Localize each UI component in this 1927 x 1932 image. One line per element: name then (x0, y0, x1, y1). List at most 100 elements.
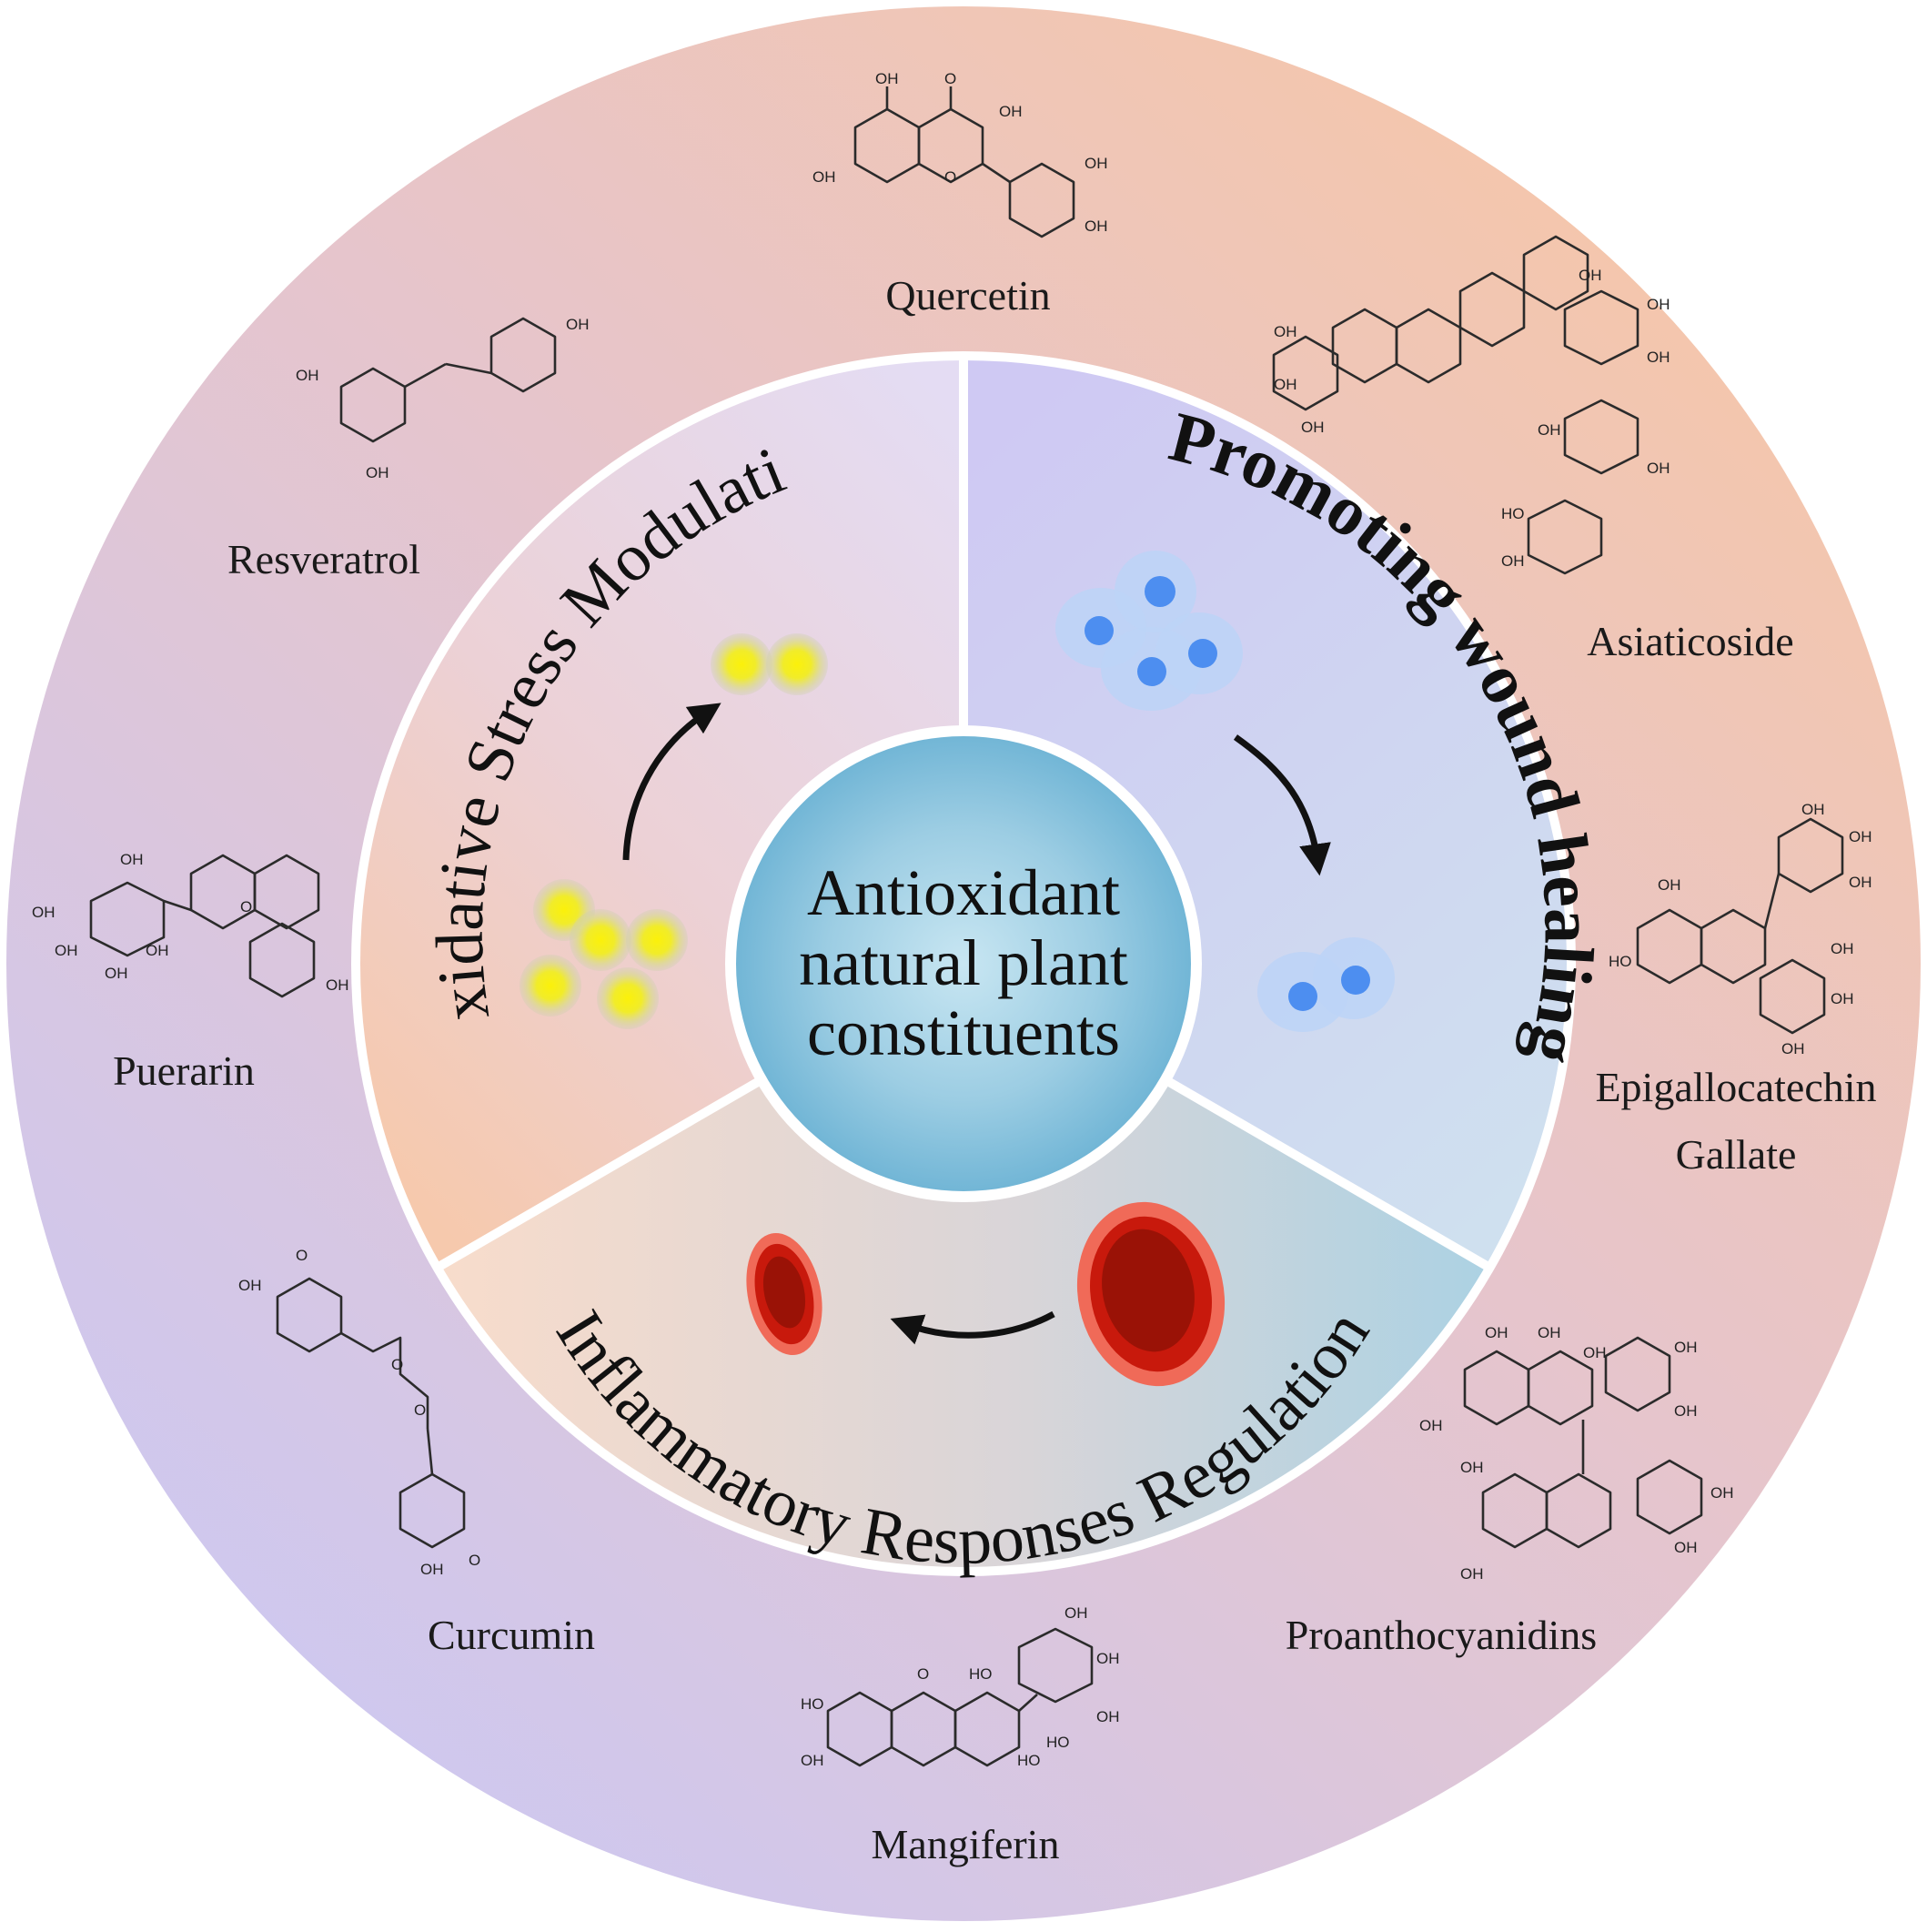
cell-nucleus (1085, 616, 1114, 645)
svg-text:OH: OH (1579, 267, 1602, 284)
structure-mangiferin: O HO OH OH OH HO HO HO OH (801, 1604, 1120, 1769)
svg-text:HO: HO (1501, 505, 1525, 522)
svg-text:HO: HO (969, 1665, 993, 1683)
svg-text:OH: OH (1085, 155, 1108, 172)
sector-inflammatory (437, 964, 1490, 1572)
svg-text:OH: OH (1781, 1040, 1805, 1057)
svg-text:OH: OH (1085, 217, 1108, 235)
structure-puerarin: OH OH OH OH OH O OH (32, 851, 349, 998)
svg-text:OH: OH (1460, 1459, 1484, 1476)
cell-nucleus (1341, 966, 1370, 995)
cell-nucleus (1137, 657, 1166, 686)
svg-text:OH: OH (1658, 876, 1681, 894)
svg-text:OH: OH (1647, 296, 1670, 313)
divider-right (1162, 1075, 1493, 1272)
structure-egcg: OH OH OH OH HO OH OH OH (1609, 801, 1872, 1057)
svg-text:OH: OH (1647, 349, 1670, 366)
svg-text:OH: OH (1274, 323, 1297, 340)
compound-proanthocyanidins: Proanthocyanidins (1286, 1612, 1597, 1658)
compound-curcumin: Curcumin (428, 1612, 595, 1658)
svg-text:O: O (296, 1247, 308, 1264)
svg-text:OH: OH (1849, 828, 1872, 845)
svg-text:OH: OH (1583, 1344, 1607, 1361)
svg-text:OH: OH (812, 168, 836, 186)
svg-text:OH: OH (801, 1752, 824, 1769)
svg-text:OH: OH (1538, 421, 1561, 439)
arrow-oxidative (622, 703, 721, 861)
svg-text:OH: OH (105, 965, 128, 982)
structure-quercetin: OH O OH OH O OH OH (812, 70, 1108, 238)
structure-curcumin: OH O O O OH O (238, 1247, 480, 1578)
center-line-1: Antioxidant (807, 856, 1120, 929)
svg-text:HO: HO (1609, 953, 1632, 970)
svg-text:O: O (469, 1552, 480, 1569)
svg-text:OH: OH (1538, 1324, 1561, 1341)
svg-text:O: O (414, 1401, 426, 1419)
svg-text:OH: OH (566, 316, 590, 333)
svg-text:OH: OH (1849, 874, 1872, 891)
svg-text:HO: HO (1017, 1752, 1041, 1769)
svg-text:O: O (944, 70, 956, 87)
svg-text:OH: OH (32, 904, 55, 921)
svg-text:OH: OH (1647, 460, 1670, 477)
center-line-2: natural plant (799, 926, 1128, 999)
svg-text:OH: OH (1710, 1484, 1734, 1502)
compound-quercetin: Quercetin (885, 272, 1050, 319)
svg-text:OH: OH (1674, 1402, 1698, 1420)
cell-nucleus (1145, 576, 1175, 607)
compound-egcg-line-1: Epigallocatechin (1595, 1064, 1876, 1110)
structure-asiaticoside: OH OH OH OH OH OH OH OH HO OH (1272, 235, 1670, 575)
radical-dot (570, 909, 631, 971)
structure-resveratrol: OH OH OH (296, 316, 590, 481)
arrow-wound (1233, 734, 1331, 876)
svg-text:OH: OH (420, 1561, 444, 1578)
radical-dot (711, 633, 772, 695)
svg-text:OH: OH (55, 942, 78, 959)
svg-text:OH: OH (1419, 1417, 1443, 1434)
free-radicals (520, 633, 828, 1029)
svg-text:O: O (240, 898, 252, 915)
svg-text:OH: OH (120, 851, 144, 868)
compound-puerarin: Puerarin (113, 1047, 255, 1094)
compound-egcg-line-2: Gallate (1676, 1131, 1797, 1178)
svg-text:OH: OH (1674, 1539, 1698, 1556)
svg-text:OH: OH (1485, 1324, 1508, 1341)
svg-text:O: O (391, 1356, 403, 1373)
svg-text:OH: OH (1274, 376, 1297, 393)
svg-text:HO: HO (801, 1695, 824, 1713)
compound-mangiferin: Mangiferin (872, 1821, 1060, 1867)
radical-dot (766, 633, 828, 695)
svg-text:OH: OH (146, 942, 169, 959)
cells (1055, 551, 1395, 1032)
cell-nucleus (1188, 639, 1217, 668)
svg-text:O: O (944, 168, 956, 186)
arrow-inflammatory (890, 1310, 1055, 1345)
svg-text:OH: OH (1501, 552, 1525, 570)
compound-asiaticoside: Asiaticoside (1587, 618, 1793, 664)
center-line-3: constituents (807, 996, 1120, 1069)
svg-text:OH: OH (1064, 1604, 1088, 1622)
svg-text:OH: OH (366, 464, 389, 481)
divider-left (434, 1075, 765, 1272)
svg-text:OH: OH (238, 1277, 262, 1294)
compound-resveratrol: Resveratrol (227, 536, 420, 582)
svg-text:OH: OH (1301, 419, 1325, 436)
radical-dot (626, 909, 688, 971)
svg-text:OH: OH (1831, 940, 1854, 957)
radical-dot (520, 955, 581, 1017)
svg-text:OH: OH (296, 367, 319, 384)
svg-text:OH: OH (1801, 801, 1825, 818)
cell-nucleus (1288, 982, 1317, 1011)
svg-text:O: O (917, 1665, 929, 1683)
svg-text:OH: OH (1096, 1650, 1120, 1667)
svg-text:OH: OH (1674, 1339, 1698, 1356)
structure-proanthocyanidins: OH OH OH OH OH OH OH OH OH OH (1419, 1324, 1734, 1583)
red-blood-cells (746, 1201, 1226, 1387)
svg-text:OH: OH (326, 976, 349, 994)
svg-text:OH: OH (1831, 990, 1854, 1007)
svg-text:HO: HO (1046, 1734, 1070, 1751)
svg-text:OH: OH (1460, 1565, 1484, 1583)
radical-dot (597, 967, 659, 1029)
